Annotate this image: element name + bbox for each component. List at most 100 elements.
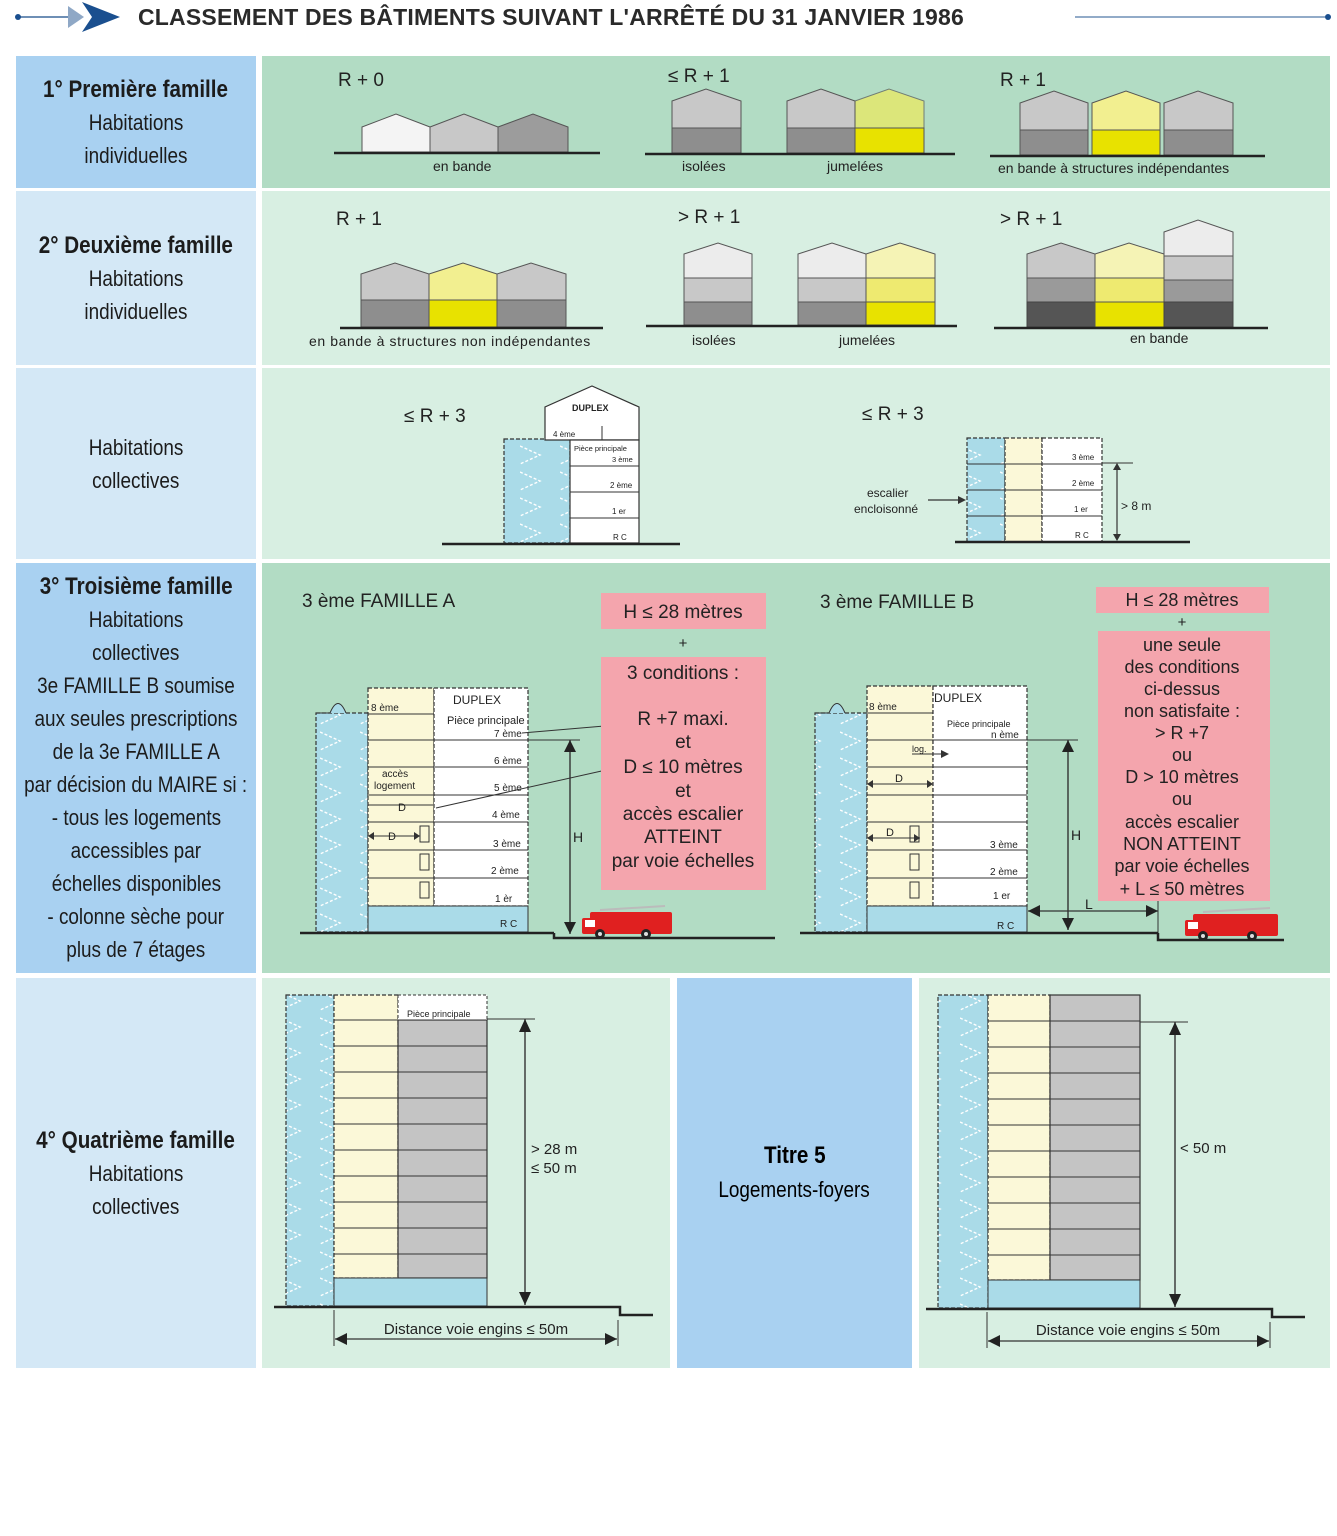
label-4eme: 4 ème [492, 810, 520, 821]
label-h: H [573, 829, 583, 845]
label-isolees: isolées [682, 158, 726, 174]
f3a-box1: H ≤ 28 mètres [623, 602, 742, 623]
label-line: Habitations [88, 265, 184, 291]
label-d-b2: D [886, 827, 894, 839]
label-d: D [398, 802, 406, 814]
label-7eme: 7 ème [494, 729, 522, 740]
label-title: 4° Quatrième famille [36, 1126, 236, 1154]
label-duplex-b: DUPLEX [934, 691, 982, 705]
label-rc: R C [500, 919, 517, 930]
door-icon [419, 825, 430, 843]
label-line: plus de 7 étages [66, 937, 206, 962]
label-le-r3: ≤ R + 3 [404, 406, 466, 427]
label-distance: Distance voie engins ≤ 50m [384, 1321, 568, 1338]
label-2eme: 2 ème [610, 481, 633, 490]
label-r0: R + 0 [338, 70, 384, 91]
label-line: par décision du MAIRE si : [24, 772, 248, 797]
f1-drawing: R + 0 en bande ≤ R + 1 isolées jumelées … [334, 66, 1265, 176]
collectives-drawing: ≤ R + 3 DUPLEX 4 ème Pièce principale 3 … [404, 385, 1190, 546]
label-5eme: 5 ème [494, 783, 522, 794]
row-label-f4: 4° Quatrième famille Habitations collect… [16, 978, 256, 1368]
label-le-r1: ≤ R + 1 [668, 66, 730, 87]
f3b-line: ou [1172, 789, 1192, 809]
label-piece: Pièce principale [574, 444, 627, 453]
label-1er-b: 1 er [1074, 505, 1088, 514]
f3b-line: non satisfaite : [1124, 701, 1240, 721]
row-label-f2: 2° Deuxième famille Habitations individu… [16, 191, 256, 365]
label-line: 3e FAMILLE B soumise [37, 673, 235, 698]
label-jumelees: jumelées [838, 332, 895, 348]
label-line: individuelles [84, 142, 188, 168]
label-line: Habitations [88, 109, 184, 135]
label-line: individuelles [84, 298, 188, 324]
door-icon [909, 853, 920, 871]
label-lt-50: < 50 m [1180, 1140, 1226, 1157]
label-r1: R + 1 [336, 209, 382, 230]
label-line: de la 3e FAMILLE A [52, 739, 220, 764]
label-l: L [1085, 896, 1093, 912]
f3b-line: D > 10 mètres [1125, 767, 1239, 787]
f3a-line: et [675, 781, 692, 802]
f3a-plus: + [679, 635, 688, 652]
header: CLASSEMENT DES BÂTIMENTS SUIVANT L'ARRÊT… [0, 0, 1337, 40]
label-isolees: isolées [692, 332, 736, 348]
label-le-50: ≤ 50 m [531, 1160, 577, 1177]
label-en-bande-independantes: en bande à structures indépendantes [998, 160, 1229, 176]
f3b-line: + L ≤ 50 mètres [1120, 879, 1245, 899]
label-line: - colonne sèche pour [47, 904, 225, 929]
label-2eme-b: 2 ème [990, 867, 1018, 878]
label-title: 2° Deuxième famille [38, 231, 234, 259]
label-rc-b: R C [1075, 531, 1089, 540]
f3a-line: R +7 maxi. [637, 709, 728, 730]
f3b-box1: H ≤ 28 mètres [1126, 590, 1239, 610]
f3b-line: NON ATTEINT [1123, 834, 1241, 854]
label-line: Habitations [88, 434, 184, 460]
label-gt-r1: > R + 1 [678, 207, 740, 228]
fire-truck-icon-b [1185, 907, 1278, 941]
label-d-b: D [895, 773, 903, 785]
label-2eme: 2 ème [491, 866, 519, 877]
label-gt-28: > 28 m [531, 1141, 577, 1158]
f4-drawing: Pièce principale > 28 m ≤ 50 m Distance … [274, 994, 1305, 1348]
label-6eme: 6 ème [494, 756, 522, 767]
door-icon [419, 881, 430, 899]
label-title: 1° Première famille [43, 75, 229, 103]
label-3eme: 3 ème [612, 455, 633, 464]
label-gt-8m: > 8 m [1121, 499, 1151, 513]
label-le-r3-b: ≤ R + 3 [862, 404, 924, 425]
label-duplex: DUPLEX [572, 403, 609, 413]
label-rc-b: R C [997, 921, 1014, 932]
label-line: collectives [92, 1193, 180, 1219]
f3a-title: 3 ème FAMILLE A [302, 591, 455, 612]
f3a-line: et [675, 732, 692, 753]
label-rc: R C [613, 533, 627, 542]
label-line: collectives [92, 640, 180, 665]
label-encloisonne: encloisonné [854, 502, 918, 516]
f3b-plus: + [1178, 614, 1187, 631]
label-jumelees: jumelées [826, 158, 883, 174]
label-en-bande-non-independantes: en bande à structures non indépendantes [309, 333, 591, 349]
label-2eme-b: 2 ème [1072, 479, 1095, 488]
panel-collectives [262, 368, 1330, 559]
titre5-title: Titre 5 [763, 1142, 826, 1169]
label-h-b: H [1071, 827, 1081, 843]
f3a-line: accès escalier [623, 804, 744, 825]
f3b-line: ou [1172, 745, 1192, 765]
f3b-title: 3 ème FAMILLE B [820, 592, 974, 613]
label-3eme-b: 3 ème [1072, 453, 1095, 462]
label-title: 3° Troisième famille [39, 573, 233, 600]
label-3eme-b: 3 ème [990, 840, 1018, 851]
f3a-line: ATTEINT [644, 827, 722, 848]
label-neme: n ème [991, 730, 1019, 741]
arrow-dark-icon [82, 2, 120, 32]
page-title: CLASSEMENT DES BÂTIMENTS SUIVANT L'ARRÊT… [138, 4, 965, 30]
label-logement: logement [374, 781, 415, 792]
label-8eme-b: 8 ème [869, 702, 897, 713]
label-1er-b: 1 er [993, 891, 1011, 902]
label-piece: Pièce principale [407, 1009, 471, 1019]
label-acces: accès [382, 769, 408, 780]
row-label-collectives: Habitations collectives [16, 368, 256, 559]
label-line: échelles disponibles [51, 871, 221, 896]
label-r1: R + 1 [1000, 70, 1046, 91]
